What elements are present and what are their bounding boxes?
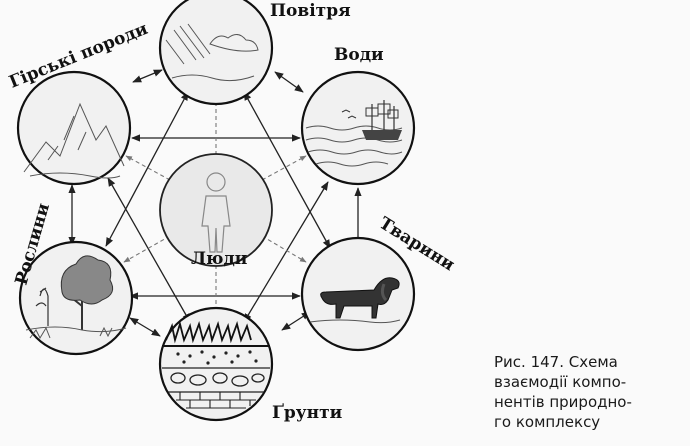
link-water-soils	[243, 181, 329, 323]
water-circle	[300, 70, 416, 186]
people-circle	[159, 153, 273, 267]
node-water: Води	[300, 45, 416, 186]
link-rocks-air	[132, 69, 163, 83]
rocks-circle	[16, 70, 132, 186]
node-people: Люди	[159, 153, 273, 269]
link-soils-plants	[129, 317, 161, 337]
soils-label: Ґрунти	[272, 403, 343, 423]
people-link-animals	[261, 235, 307, 263]
rocks-sketch	[23, 102, 125, 179]
people-link-water	[261, 155, 307, 181]
air-sketch	[165, 23, 259, 82]
people-links	[123, 95, 307, 319]
people-sketch	[201, 172, 231, 253]
air-circle	[158, 0, 274, 106]
air-label: Повітря	[270, 1, 351, 21]
link-rocks-soils	[107, 177, 191, 323]
water-sketch	[305, 100, 403, 167]
soils-circle	[158, 306, 274, 422]
caption-line: взаємодії компо-	[494, 373, 627, 391]
node-air: Повітря	[158, 0, 351, 106]
caption-line: го комплексу	[494, 413, 601, 431]
link-air-water	[274, 71, 304, 93]
caption-line: Рис. 147. Схема	[494, 353, 618, 371]
node-animals: Тварини	[300, 213, 458, 352]
node-rocks: Гірські породи	[6, 19, 151, 186]
soils-sketch	[162, 320, 270, 409]
people-link-rocks	[125, 155, 171, 181]
animals-sketch	[309, 277, 401, 324]
caption-line: нентів природно-	[494, 393, 632, 411]
water-label: Води	[334, 45, 384, 65]
figure-caption: Рис. 147. Схема взаємодії компо- нентів …	[494, 352, 684, 432]
people-label: Люди	[191, 249, 248, 269]
component-links	[68, 69, 362, 337]
people-link-plants	[123, 235, 171, 263]
plants-sketch	[25, 255, 127, 340]
node-soils: Ґрунти	[158, 306, 343, 423]
